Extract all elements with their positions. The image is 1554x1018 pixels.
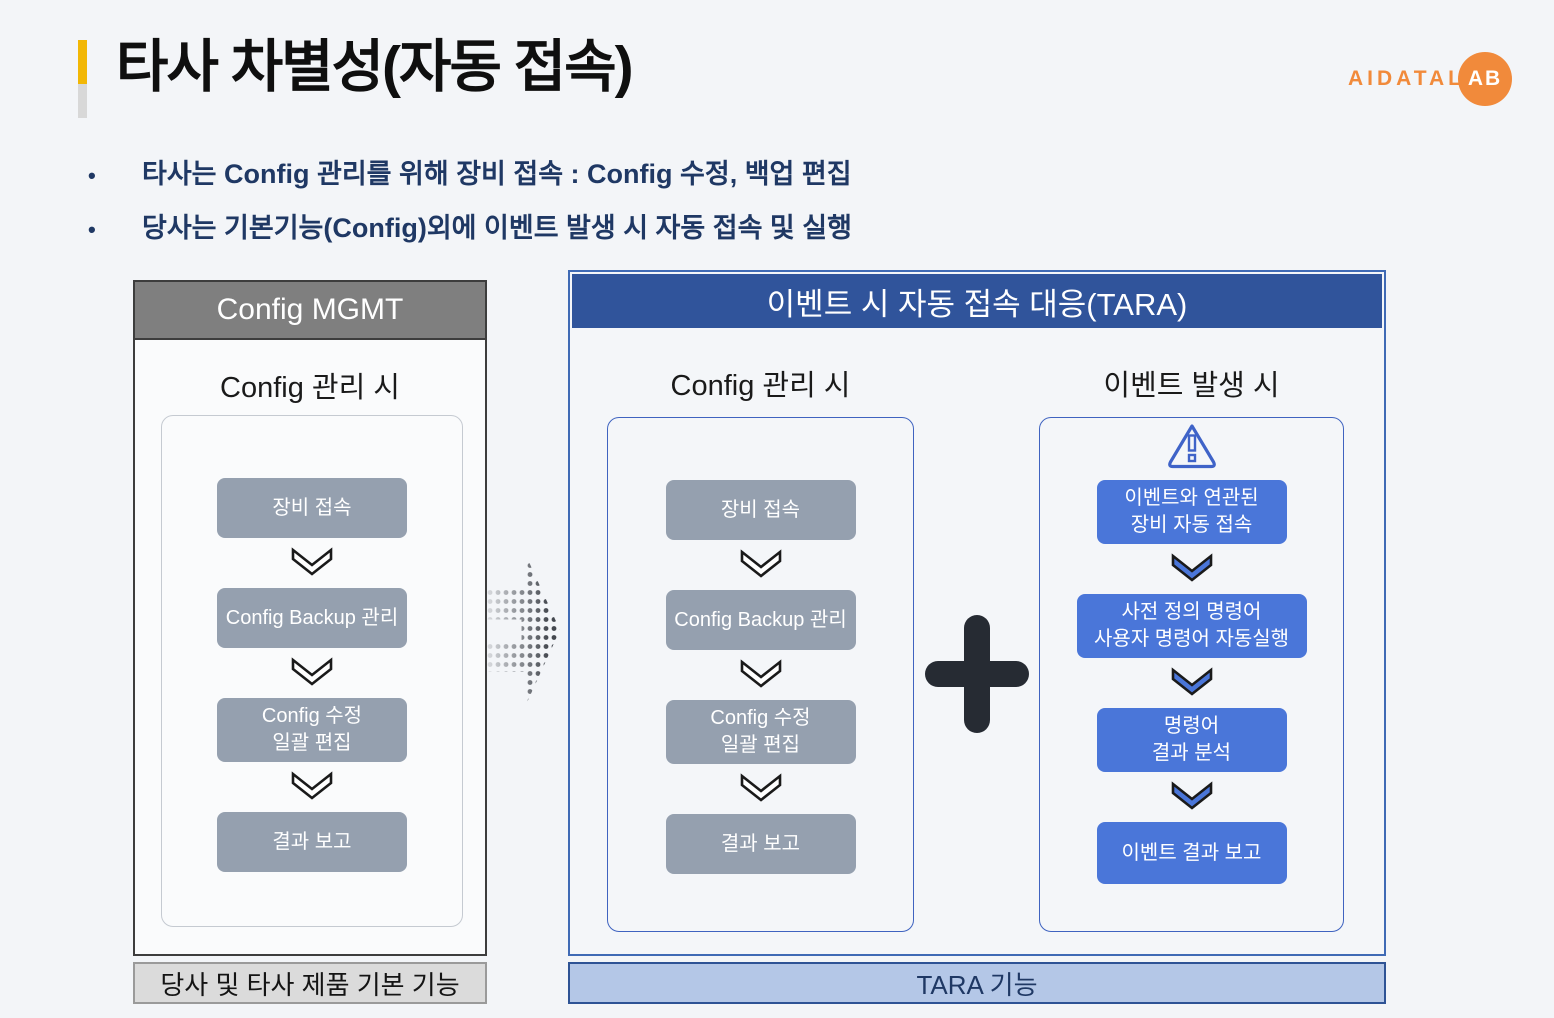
halftone-right-arrow-icon: [486, 556, 560, 704]
warning-icon: [1167, 424, 1216, 469]
aidatalab-logo: AIDATAL AB: [1348, 52, 1512, 106]
config-column-subtitle: Config 관리 시: [670, 370, 851, 402]
flow-step: 명령어 결과 분석: [1096, 708, 1287, 772]
chevron-down-icon: [291, 657, 333, 686]
config-mgmt-flow: 장비 접속 Config Backup 관리 Config 수정 일괄 편집 결…: [161, 415, 463, 927]
bullet-text: 당사는 기본기능(Config)외에 이벤트 발생 시 자동 접속 및 실행: [142, 213, 852, 243]
bullet-text: 타사는 Config 관리를 위해 장비 접속 : Config 수정, 백업 …: [142, 159, 852, 189]
chevron-down-icon: [291, 547, 333, 576]
chevron-down-icon: [740, 773, 781, 802]
accent-yellow-segment: [78, 40, 87, 84]
event-column-subtitle: 이벤트 발생 시: [1103, 370, 1280, 402]
config-mgmt-panel: Config MGMT Config 관리 시 장비 접속 Config Bac…: [133, 280, 487, 956]
chevron-down-icon: [1171, 667, 1212, 696]
config-mgmt-subtitle: Config 관리 시: [220, 372, 400, 404]
logo-text: AIDATAL: [1347, 67, 1465, 90]
config-mgmt-header: Config MGMT: [135, 282, 485, 340]
tara-panel-header: 이벤트 시 자동 접속 대응(TARA): [572, 274, 1382, 328]
tara-function-footer: TARA 기능: [568, 962, 1386, 1004]
bullet-item: • 당사는 기본기능(Config)외에 이벤트 발생 시 자동 접속 및 실행: [88, 206, 852, 245]
event-column-flow: 이벤트와 연관된 장비 자동 접속 사전 정의 명령어 사용자 명령어 자동실행…: [1039, 417, 1344, 932]
flow-step: 이벤트 결과 보고: [1096, 822, 1287, 884]
flow-step: 결과 보고: [217, 812, 407, 872]
flow-step: 장비 접속: [217, 478, 407, 538]
flow-step: Config 수정 일괄 편집: [217, 698, 407, 762]
basic-function-footer: 당사 및 타사 제품 기본 기능: [133, 962, 487, 1004]
flow-step: Config 수정 일괄 편집: [665, 700, 856, 764]
tara-panel: 이벤트 시 자동 접속 대응(TARA) Config 관리 시 이벤트 발생 …: [568, 270, 1386, 956]
config-column-flow: 장비 접속 Config Backup 관리 Config 수정 일괄 편집 결…: [607, 417, 914, 932]
bullet-dot-icon: •: [88, 217, 96, 242]
chevron-down-icon: [1171, 553, 1212, 582]
page-title: 타사 차별성(자동 접속): [116, 35, 634, 99]
flow-step: 결과 보고: [665, 814, 856, 874]
title-accent-bar: [78, 40, 87, 118]
chevron-down-icon: [1171, 781, 1212, 810]
chevron-down-icon: [740, 659, 781, 688]
bullet-item: • 타사는 Config 관리를 위해 장비 접속 : Config 수정, 백…: [88, 152, 852, 191]
flow-step: 사전 정의 명령어 사용자 명령어 자동실행: [1076, 594, 1307, 658]
bullet-dot-icon: •: [88, 163, 96, 188]
flow-step: Config Backup 관리: [665, 590, 856, 650]
flow-step: 이벤트와 연관된 장비 자동 접속: [1096, 480, 1287, 544]
chevron-down-icon: [291, 771, 333, 800]
accent-gray-segment: [78, 84, 87, 118]
plus-icon: [925, 615, 1029, 733]
flow-step: Config Backup 관리: [217, 588, 407, 648]
flow-step: 장비 접속: [665, 480, 856, 540]
bullet-list: • 타사는 Config 관리를 위해 장비 접속 : Config 수정, 백…: [88, 152, 852, 260]
chevron-down-icon: [740, 549, 781, 578]
logo-circle-icon: AB: [1458, 52, 1512, 106]
